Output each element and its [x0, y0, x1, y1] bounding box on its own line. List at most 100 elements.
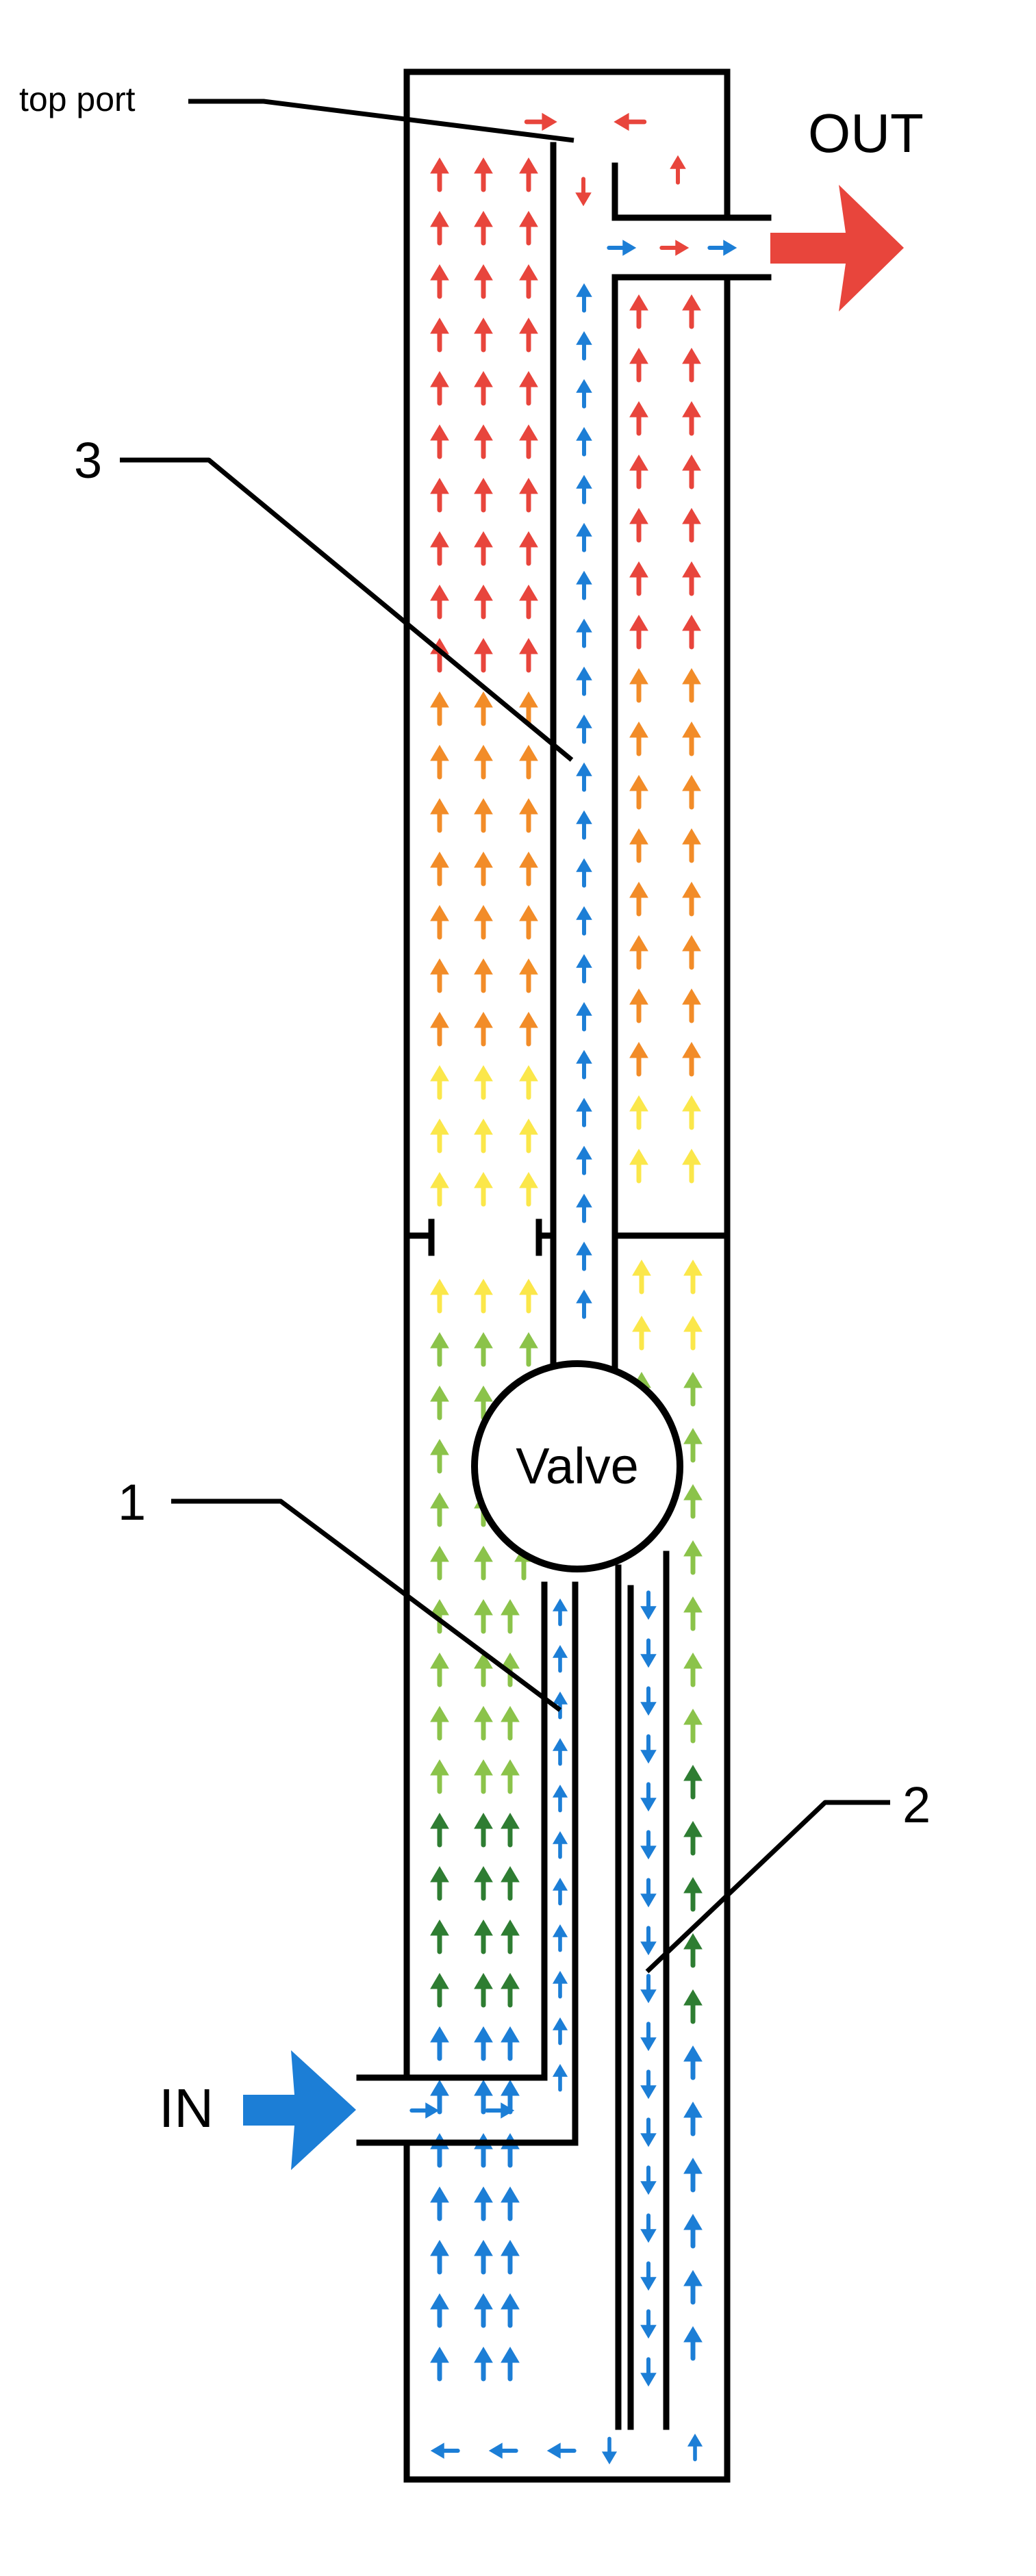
- flow-arrow-icon: [520, 212, 538, 243]
- flow-arrow-icon: [548, 2443, 574, 2458]
- top-port-outlet-wall: [611, 162, 772, 221]
- flow-arrow-icon: [553, 1878, 568, 1904]
- flow-arrow-icon: [683, 722, 700, 754]
- flow-arrow-icon: [520, 1173, 538, 1204]
- flow-arrow-icon: [630, 1096, 648, 1127]
- flow-arrow-icon: [501, 2027, 519, 2058]
- flow-arrow-icon: [641, 2215, 656, 2242]
- flow-arrow-icon: [633, 1260, 650, 1292]
- flow-arrow-icon: [475, 1279, 492, 1311]
- flow-arrow-icon: [633, 1316, 650, 1348]
- flow-arrow-icon: [475, 1066, 492, 1097]
- flow-arrow-icon: [501, 2187, 519, 2219]
- flow-arrow-icon: [630, 989, 648, 1021]
- tube-3-right-wall: [611, 274, 772, 1369]
- flow-arrow-icon: [431, 425, 448, 457]
- flow-arrow-icon: [683, 989, 700, 1021]
- flow-arrow-icon: [475, 479, 492, 510]
- flow-arrow-icon: [501, 2294, 519, 2325]
- flow-arrow-icon: [630, 669, 648, 700]
- flow-arrow-icon: [683, 936, 700, 967]
- flow-arrow-icon: [553, 2018, 568, 2043]
- flow-arrow-icon: [577, 284, 592, 311]
- flow-arrow-icon: [577, 859, 592, 886]
- flow-arrow-icon: [431, 1279, 448, 1311]
- flow-arrow-icon: [684, 1260, 702, 1292]
- flow-arrow-icon: [603, 2438, 617, 2464]
- flow-arrow-icon: [614, 114, 644, 131]
- flow-arrow-icon: [431, 1333, 448, 1364]
- flow-arrow-icon: [553, 1739, 568, 1764]
- flow-arrow-icon: [630, 348, 648, 380]
- flow-arrow-icon: [501, 1707, 519, 1738]
- flow-arrow-icon: [520, 959, 538, 991]
- flow-arrow-icon: [431, 2134, 448, 2165]
- valve-body: [471, 1360, 683, 1572]
- flow-arrow-icon: [670, 156, 685, 183]
- flow-arrow-icon: [475, 1760, 492, 1791]
- flow-arrow-icon: [630, 1149, 648, 1181]
- flow-arrow-icon: [684, 1822, 702, 1853]
- flow-arrow-icon: [683, 1149, 700, 1181]
- flow-arrow-icon: [577, 715, 592, 742]
- flow-arrow-icon: [431, 2241, 448, 2272]
- flow-arrow-icon: [431, 2027, 448, 2058]
- flow-arrow-icon: [684, 2327, 702, 2358]
- flow-arrow-icon: [475, 1173, 492, 1204]
- flow-arrow-icon: [553, 1646, 568, 1671]
- flow-arrow-icon: [475, 692, 492, 724]
- flow-arrow-icon: [520, 799, 538, 830]
- flow-arrow-icon: [641, 2167, 656, 2194]
- label-in: IN: [159, 2078, 214, 2139]
- flow-arrow-icon: [683, 509, 700, 540]
- flow-arrow-icon: [641, 2071, 656, 2098]
- flow-arrow-icon: [520, 425, 538, 457]
- flow-arrow-icon: [490, 2443, 516, 2458]
- flow-arrow-icon: [431, 959, 448, 991]
- flow-arrow-icon: [431, 1653, 448, 1685]
- label-tube-2: 2: [902, 1776, 931, 1833]
- flow-arrow-icon: [475, 372, 492, 403]
- flow-arrow-icon: [412, 2103, 438, 2118]
- flow-arrow-icon: [609, 240, 635, 255]
- flow-arrow-icon: [684, 1990, 702, 2022]
- flow-arrow-icon: [641, 2359, 656, 2386]
- flow-arrow-icon: [553, 1785, 568, 1811]
- flow-arrow-icon: [630, 882, 648, 914]
- flow-arrow-icon: [683, 882, 700, 914]
- flow-arrow-icon: [577, 1242, 592, 1269]
- flow-arrow-icon: [577, 1147, 592, 1173]
- flow-arrow-icon: [501, 1760, 519, 1791]
- flow-arrow-icon: [431, 1920, 448, 1952]
- flow-arrow-icon: [577, 1290, 592, 1317]
- flow-arrow-icon: [520, 158, 538, 190]
- flow-arrow-icon: [684, 1429, 702, 1460]
- flow-arrow-icon: [577, 476, 592, 502]
- flow-arrow-icon: [684, 1597, 702, 1629]
- flow-arrow-icon: [520, 639, 538, 670]
- flow-arrow-icon: [641, 1640, 656, 1667]
- flow-arrow-icon: [520, 532, 538, 563]
- flow-arrow-icon: [431, 479, 448, 510]
- flow-arrow-icon: [431, 1012, 448, 1044]
- vessel-structure: [356, 68, 772, 2483]
- flow-arrow-icon: [630, 776, 648, 807]
- flow-arrow-icon: [641, 1736, 656, 1763]
- flow-arrow-icon: [520, 372, 538, 403]
- flow-arrow-icon: [431, 318, 448, 350]
- flow-arrow-icon: [501, 1920, 519, 1952]
- flow-arrow-icon: [661, 240, 688, 255]
- flow-arrow-icon: [520, 852, 538, 884]
- flow-arrow-icon: [501, 1600, 519, 1631]
- in-arrow-icon: [243, 2050, 356, 2170]
- flow-arrow-icon: [630, 615, 648, 647]
- flow-arrow-icon: [520, 1066, 538, 1097]
- flow-arrow-icon: [684, 1765, 702, 1797]
- flow-arrow-icon: [577, 1051, 592, 1077]
- flow-arrow-icon: [475, 2187, 492, 2219]
- flow-arrow-icon: [641, 1688, 656, 1715]
- flow-arrow-icon: [641, 1928, 656, 1954]
- flow-arrow-icon: [577, 811, 592, 838]
- flow-arrow-icon: [475, 585, 492, 617]
